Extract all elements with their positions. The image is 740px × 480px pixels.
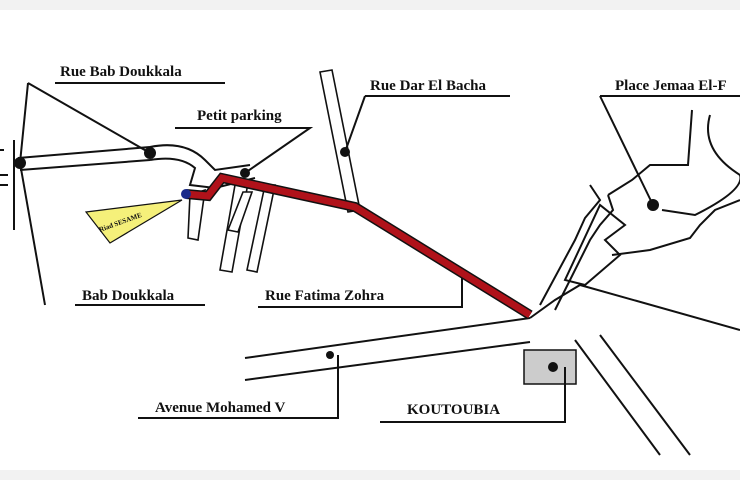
label-petit-parking: Petit parking xyxy=(197,108,282,124)
label-avenue-mohamed-v: Avenue Mohamed V xyxy=(155,400,285,416)
label-rue-dar-el-bacha: Rue Dar El Bacha xyxy=(370,78,486,94)
label-koutoubia: KOUTOUBIA xyxy=(407,402,500,418)
streets xyxy=(0,69,740,456)
callouts xyxy=(14,82,740,423)
label-place-jemaa: Place Jemaa El-F xyxy=(615,78,727,94)
start-marker xyxy=(181,189,191,199)
label-rue-fatima-zohra: Rue Fatima Zohra xyxy=(265,288,385,304)
label-bab-doukkala: Bab Doukkala xyxy=(82,288,175,304)
label-rue-bab-doukkala: Rue Bab Doukkala xyxy=(60,64,182,80)
riad-marker xyxy=(84,199,183,244)
